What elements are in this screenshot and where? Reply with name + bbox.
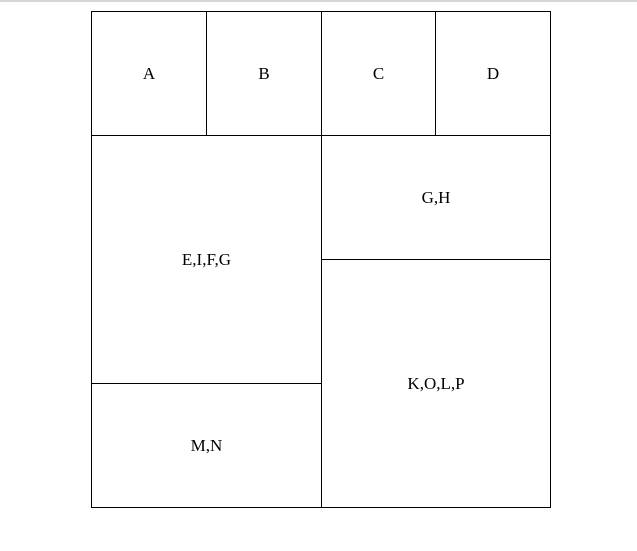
cell-efig: E,I,F,G [91, 135, 322, 384]
cell-a: A [91, 11, 207, 136]
top-divider [0, 0, 637, 2]
cell-b: B [206, 11, 322, 136]
cell-mn: M,N [91, 383, 322, 508]
cell-gh: G,H [321, 135, 551, 260]
cell-d: D [435, 11, 551, 136]
cell-c: C [321, 11, 436, 136]
grid-table: A B C D E,I,F,G G,H K,O,L,P M,N [91, 11, 551, 508]
cell-kolp: K,O,L,P [321, 259, 551, 508]
